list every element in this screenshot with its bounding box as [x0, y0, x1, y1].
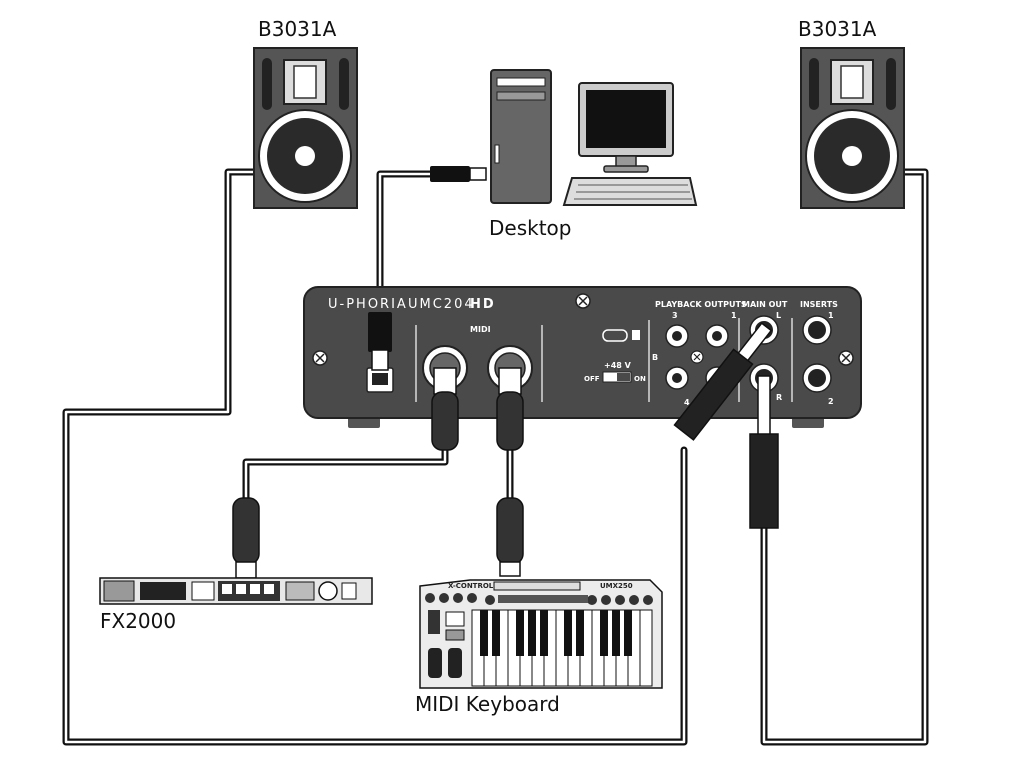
keyboard-brand: X-CONTROL — [448, 582, 494, 590]
insert-1-label: 1 — [828, 311, 834, 320]
desktop-label: Desktop — [489, 216, 571, 240]
knob-icon — [615, 595, 625, 605]
knob-icon — [601, 595, 611, 605]
playback-port-1: 1 — [731, 311, 737, 320]
tower-icon — [490, 69, 552, 204]
knob-icon — [467, 593, 477, 603]
insert-2-label: 2 — [828, 397, 834, 406]
cables — [62, 168, 929, 746]
inserts-label: INSERTS — [800, 300, 838, 309]
right-speaker: B3031A — [798, 17, 905, 209]
left-speaker: B3031A — [253, 17, 358, 209]
rca-jack-icon — [665, 366, 689, 390]
knob-icon — [485, 595, 495, 605]
right-speaker-cable — [760, 168, 929, 746]
midi-keyboard-label: MIDI Keyboard — [415, 692, 560, 716]
screw-icon — [312, 350, 328, 366]
usb-plug-icon — [430, 166, 470, 182]
phantom-label: +48 V — [604, 361, 632, 370]
screw-icon — [838, 350, 854, 366]
rca-jack-icon — [665, 324, 689, 348]
plugs — [232, 312, 779, 579]
phantom-on-label: ON — [634, 375, 646, 383]
screw-icon — [575, 293, 591, 309]
audio-interface: U-PHORIA UMC204 HD MIDI — [303, 286, 862, 428]
knob-icon — [587, 595, 597, 605]
desktop-computer: Desktop — [430, 69, 698, 240]
jack-plug-icon — [749, 375, 779, 529]
phantom-off-label: OFF — [584, 375, 600, 383]
fx2000-label: FX2000 — [100, 609, 176, 633]
midi-fx-cable — [242, 446, 449, 504]
jack-socket-icon — [802, 315, 832, 345]
fx2000-rack: FX2000 — [99, 577, 373, 633]
jack-plug-icon — [673, 322, 773, 441]
usb-b-plug-icon — [368, 312, 392, 352]
lock-slot-icon — [602, 329, 628, 342]
interface-brand: U-PHORIA — [328, 297, 408, 312]
pitch-wheel-icon — [428, 648, 442, 678]
knob-icon — [453, 593, 463, 603]
midi-plug-icon — [433, 367, 457, 395]
left-speaker-label: B3031A — [258, 17, 337, 41]
playback-outputs-label: PLAYBACK OUTPUTS — [655, 300, 747, 309]
playback-port-4: 4 — [684, 398, 690, 407]
midi-plug-icon — [232, 497, 260, 579]
main-out-label: MAIN OUT — [742, 300, 788, 309]
playback-port-3: 3 — [672, 311, 678, 320]
midi-keyboard: X-CONTROL UMX250 — [415, 579, 663, 716]
interface-model: UMC204 — [408, 297, 475, 312]
screw-icon — [690, 350, 704, 364]
midi-label: MIDI — [470, 325, 491, 334]
knob-icon — [425, 593, 435, 603]
main-out-r: R — [776, 393, 782, 402]
rca-jack-icon — [705, 324, 729, 348]
playback-side-b: B — [652, 353, 658, 362]
interface-model-suffix: HD — [470, 297, 496, 312]
main-out-l: L — [776, 311, 781, 320]
midi-plug-icon — [498, 367, 522, 395]
knob-icon — [629, 595, 639, 605]
knob-icon — [318, 581, 338, 601]
jack-socket-icon — [802, 363, 832, 393]
keyboard-model: UMX250 — [600, 582, 633, 590]
knob-icon — [439, 593, 449, 603]
knob-icon — [643, 595, 653, 605]
right-speaker-label: B3031A — [798, 17, 877, 41]
mod-wheel-icon — [448, 648, 462, 678]
midi-plug-icon — [496, 497, 524, 577]
